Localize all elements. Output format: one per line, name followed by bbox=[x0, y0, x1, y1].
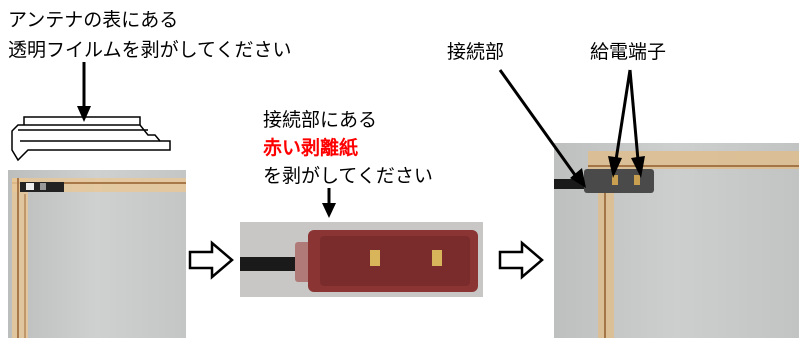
feed-terminal-label: 給電端子 bbox=[590, 41, 667, 63]
right-arrow-icon-2 bbox=[498, 240, 544, 280]
red-liner-closeup-photo bbox=[240, 222, 483, 297]
antenna-glass-photo bbox=[8, 170, 186, 338]
connector-label: 接続部 bbox=[447, 41, 505, 63]
terminal-pointer-arrow-right bbox=[628, 69, 645, 178]
step2-red-liner-label: 赤い剥離紙 bbox=[263, 137, 359, 159]
step2-instruction-line1: 接続部にある bbox=[263, 109, 378, 131]
down-arrow-icon bbox=[77, 62, 91, 122]
connector-pointer-arrow bbox=[498, 69, 586, 188]
step1-instruction-line1: アンテナの表にある bbox=[8, 9, 179, 31]
step2-instruction-line3: を剥がしてください bbox=[263, 165, 433, 187]
terminal-pointer-arrow-left bbox=[608, 69, 632, 178]
down-arrow-icon-step2 bbox=[322, 188, 336, 218]
connector-mounted-photo bbox=[554, 143, 799, 338]
right-arrow-icon bbox=[188, 240, 234, 280]
step1-instruction-line2: 透明フイルムを剥がしてください bbox=[8, 39, 292, 61]
transparent-film-illustration bbox=[11, 116, 171, 162]
